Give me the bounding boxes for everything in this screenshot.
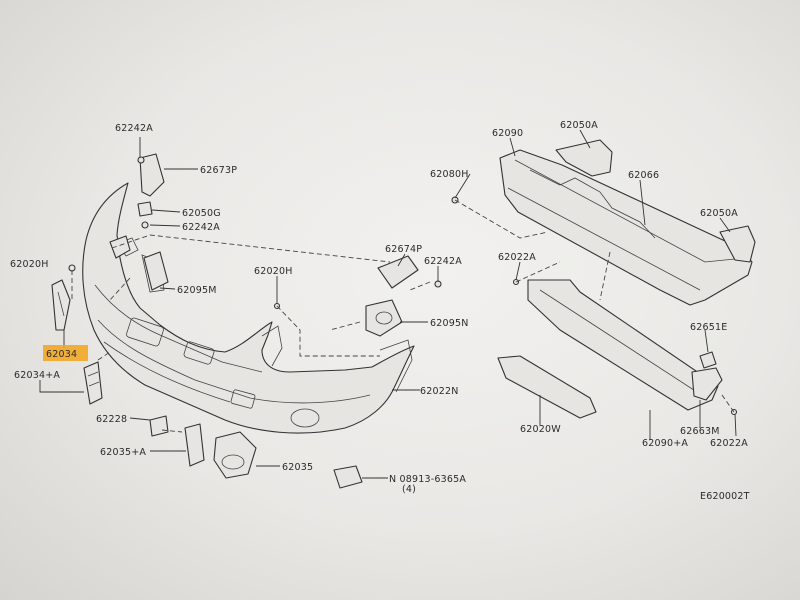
leader-lines [39,129,737,479]
part-label-62673P: 62673P [200,165,237,176]
part-label-62090: 62090 [492,128,523,139]
part-label-62035A: 62035+A [100,447,146,458]
part-label-62080H: 62080H [430,169,469,180]
part-label-62066: 62066 [628,170,659,181]
part-label-62022N: 62022N [420,386,459,397]
part-label-62020H: 62020H [254,266,293,277]
part-quantity-label: (4) [402,484,416,495]
part-label-62034A: 62034+A [14,370,60,381]
part-label-62674P: 62674P [385,244,422,255]
part-label-62050G: 62050G [182,208,221,219]
dashed-guide-lines [71,199,735,433]
diagram-code: E620002T [700,491,750,502]
part-label-62242A: 62242A [182,222,220,233]
part-label-62095M: 62095M [177,285,217,296]
part-label-62050A: 62050A [560,120,598,131]
part-label-62090A: 62090+A [642,438,688,449]
part-label-08913-6365A: N 08913-6365A [389,474,466,485]
part-label-62022A: 62022A [498,252,536,263]
part-label-62020H: 62020H [10,259,49,270]
part-label-62020W: 62020W [520,424,561,435]
part-label-62035: 62035 [282,462,313,473]
left-small-parts-drawing [51,153,459,489]
part-label-62651E: 62651E [690,322,727,333]
part-label-62663M: 62663M [680,426,720,437]
part-label-62034: 62034 [46,349,77,360]
part-label-62242A: 62242A [424,256,462,267]
bumper-fascia-drawing [82,182,415,434]
part-label-62095N: 62095N [430,318,469,329]
part-label-62050A: 62050A [700,208,738,219]
part-label-62022A: 62022A [710,438,748,449]
highlight-62034 [43,345,88,361]
part-label-62242A: 62242A [115,123,153,134]
part-label-62228: 62228 [96,414,127,425]
reinforcement-drawing [497,139,756,419]
